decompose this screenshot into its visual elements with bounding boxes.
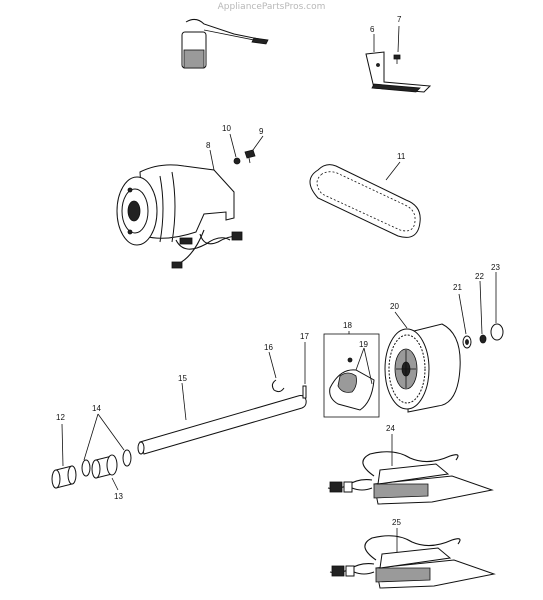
callout-13: 13 <box>114 492 123 501</box>
screw-part-9[interactable] <box>244 149 256 164</box>
pin-part-17[interactable] <box>302 385 307 399</box>
bracket-part-6[interactable] <box>365 51 432 93</box>
callout-18: 18 <box>343 321 352 330</box>
motor-part-8[interactable] <box>116 164 243 269</box>
clip-part-16[interactable] <box>271 379 285 393</box>
cam-assembly-part-18[interactable] <box>323 333 380 418</box>
callout-25: 25 <box>392 518 401 527</box>
callout-7: 7 <box>397 15 402 24</box>
callout-22: 22 <box>475 272 484 281</box>
callout-23: 23 <box>491 263 500 272</box>
callout-12: 12 <box>56 413 65 422</box>
belt-part-11[interactable] <box>309 164 421 238</box>
callout-10: 10 <box>222 124 231 133</box>
foot-control-part-25[interactable] <box>329 535 496 589</box>
callout-17: 17 <box>300 332 309 341</box>
callout-20: 20 <box>390 302 399 311</box>
lamp-socket-part[interactable] <box>181 18 269 69</box>
bushing-part-12[interactable] <box>51 465 77 489</box>
nut-part-22[interactable] <box>479 334 487 344</box>
foot-control-part-24[interactable] <box>327 451 494 505</box>
callout-8: 8 <box>206 141 211 150</box>
callout-15: 15 <box>178 374 187 383</box>
spacer-ring-part-14b[interactable] <box>122 449 132 467</box>
callout-16: 16 <box>264 343 273 352</box>
spacer-ring-part-14a[interactable] <box>81 459 91 477</box>
washer-part-10[interactable] <box>233 157 241 165</box>
washer-part-21[interactable] <box>462 335 472 349</box>
pulley-part-20[interactable] <box>384 323 461 413</box>
callout-24: 24 <box>386 424 395 433</box>
callout-11: 11 <box>397 152 406 161</box>
screw-part-7[interactable] <box>393 54 401 64</box>
bearing-part-13[interactable] <box>91 454 118 479</box>
callout-21: 21 <box>453 283 462 292</box>
watermark: AppliancePartsPros.com <box>217 2 326 12</box>
shaft-part-15[interactable] <box>137 395 307 455</box>
callout-14: 14 <box>92 404 101 413</box>
callout-6: 6 <box>370 25 375 34</box>
callout-9: 9 <box>259 127 264 136</box>
callout-19: 19 <box>359 340 368 349</box>
ring-part-23[interactable] <box>490 323 504 341</box>
